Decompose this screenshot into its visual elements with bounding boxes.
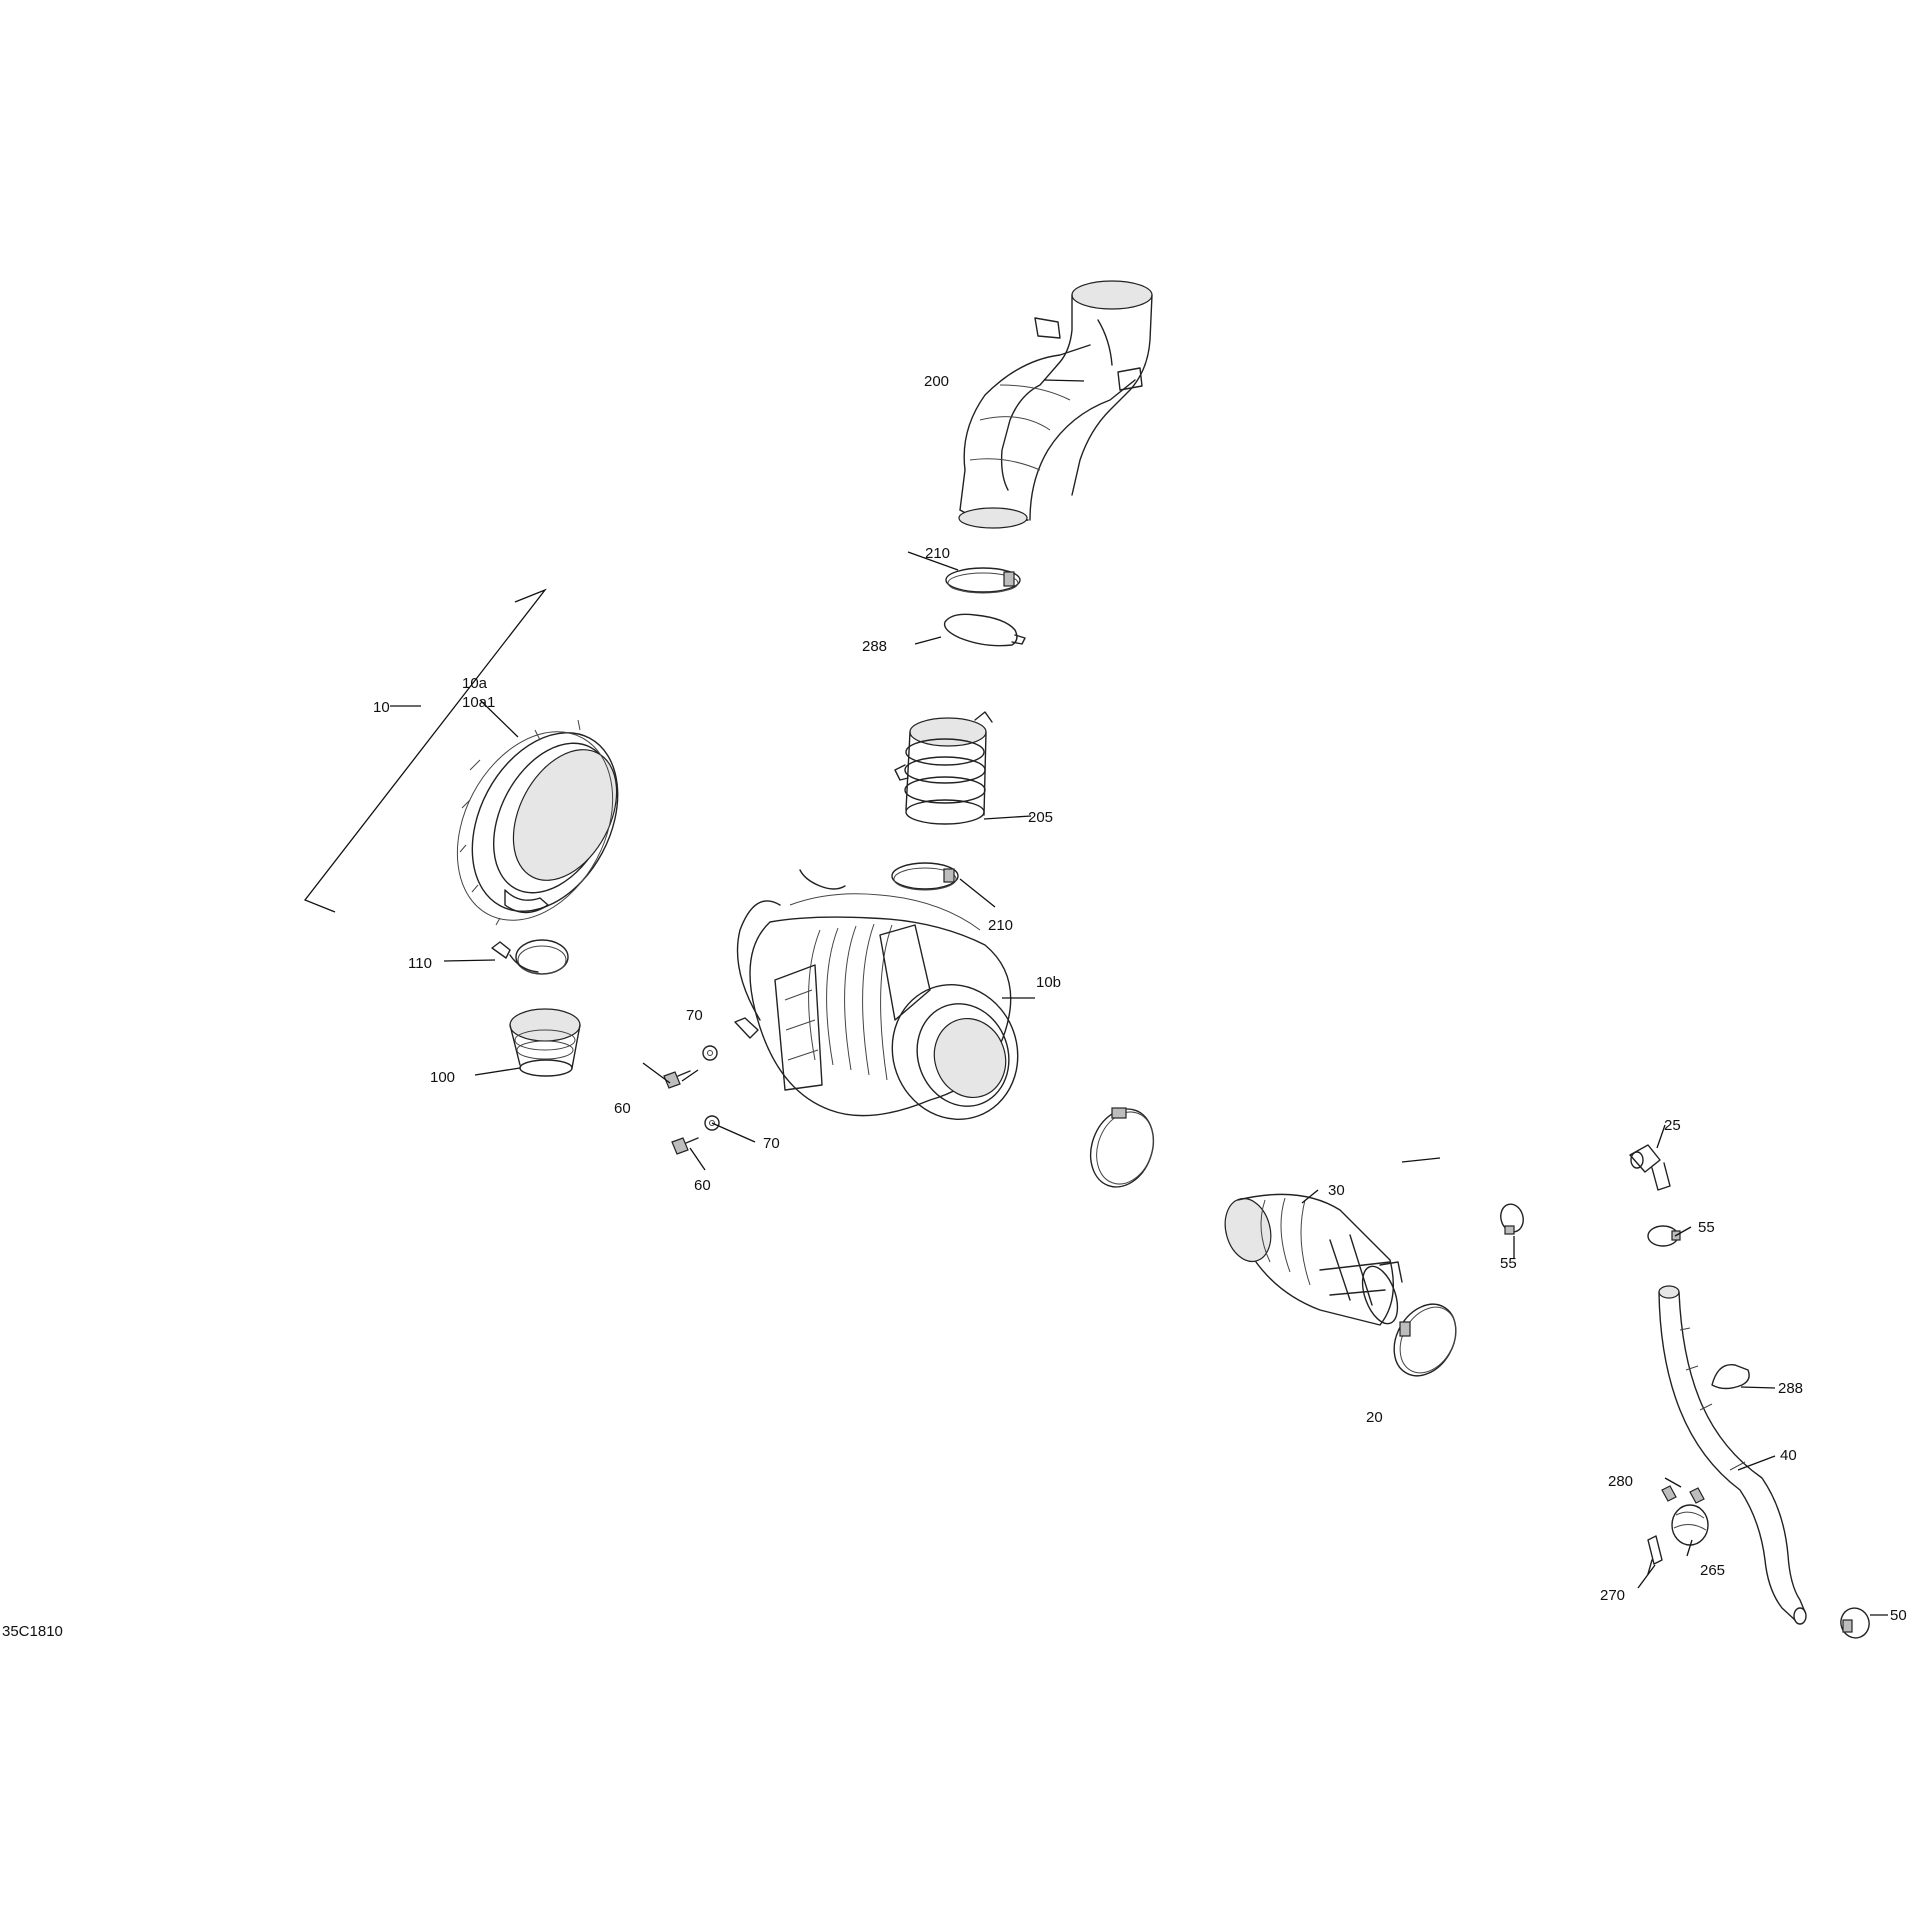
callout-50: 50	[1890, 1607, 1907, 1624]
callout-55-right: 55	[1698, 1219, 1715, 1236]
callout-30: 30	[1328, 1182, 1345, 1199]
callout-205: 205	[1028, 809, 1053, 826]
callout-40: 40	[1780, 1447, 1797, 1464]
part-60-screw-lower	[671, 1137, 699, 1155]
part-clamp-outlet	[1089, 1107, 1155, 1188]
callout-110: 110	[408, 955, 432, 972]
part-210-clamp-upper	[945, 567, 1021, 594]
part-40-hose	[1658, 1285, 1807, 1625]
callout-20: 20	[1366, 1409, 1383, 1426]
callout-10a1: 10a1	[462, 694, 495, 711]
callout-288-lower: 288	[1778, 1380, 1803, 1397]
callout-270: 270	[1600, 1587, 1625, 1604]
callout-288-upper: 288	[862, 638, 887, 655]
part-265-fitting	[1671, 1504, 1709, 1546]
part-70-washer-lower	[704, 1115, 720, 1131]
callout-210-middle: 210	[988, 917, 1013, 934]
part-100-adapter	[509, 1008, 581, 1077]
callout-210-upper: 210	[925, 545, 950, 562]
callout-10: 10	[373, 699, 390, 716]
part-60-screw-upper	[663, 1070, 691, 1089]
part-288-strap-upper	[943, 613, 1026, 647]
callout-70-upper: 70	[686, 1007, 703, 1024]
callout-labels: 10 10a 10a1 10b 210 288 200 205 210 110 …	[373, 373, 1907, 1624]
part-70-washer-upper	[702, 1045, 718, 1061]
callout-70-lower: 70	[763, 1135, 780, 1152]
callout-280: 280	[1608, 1473, 1633, 1490]
part-270-tie	[1647, 1535, 1663, 1575]
callout-55-left: 55	[1500, 1255, 1517, 1272]
part-30-boot	[1224, 1193, 1403, 1326]
part-20-clamp	[1393, 1303, 1457, 1377]
callout-60-lower: 60	[694, 1177, 711, 1194]
leader-lines	[303, 379, 1888, 1616]
part-110-clamp	[491, 939, 569, 975]
part-200-intake-duct	[958, 280, 1153, 529]
part-55-clamp-left	[1500, 1203, 1524, 1235]
part-210-clamp-middle	[891, 862, 959, 891]
callout-265: 265	[1700, 1562, 1725, 1579]
part-25-fitting	[1629, 1144, 1671, 1191]
callout-25: 25	[1664, 1117, 1681, 1134]
callout-100: 100	[430, 1069, 455, 1086]
part-10a-cover	[456, 719, 619, 926]
part-10b-housing	[734, 869, 1019, 1121]
part-280-clip	[1661, 1485, 1705, 1504]
callout-10b: 10b	[1036, 974, 1061, 991]
drawing-id: 35C1810	[2, 1623, 63, 1640]
callout-10a: 10a	[462, 675, 488, 692]
part-288-strap-lower	[1711, 1363, 1750, 1390]
callout-60-upper: 60	[614, 1100, 631, 1117]
part-205-coupler	[894, 711, 993, 825]
callout-200: 200	[924, 373, 949, 390]
part-50-clamp	[1840, 1607, 1870, 1639]
